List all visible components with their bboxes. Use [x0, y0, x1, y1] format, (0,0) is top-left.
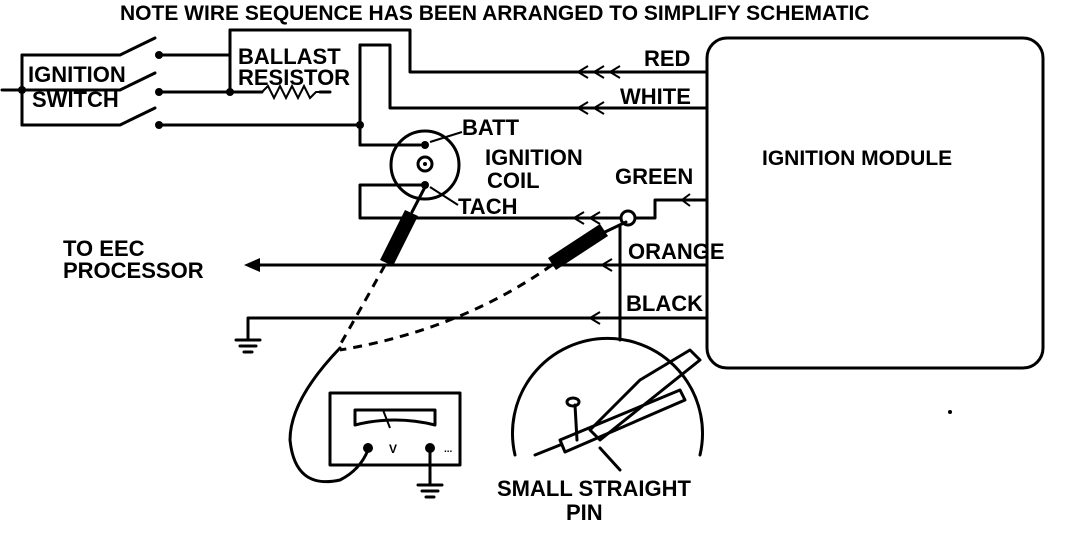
meter-symbol: V — [389, 442, 397, 456]
orange-wire-label: ORANGE — [628, 239, 725, 264]
ground-symbol-left — [234, 338, 262, 354]
ballast-resistor-label-1: BALLAST — [238, 44, 341, 69]
eec-label-2: PROCESSOR — [63, 258, 204, 283]
white-arrows — [576, 101, 605, 115]
ballast-resistor — [226, 28, 332, 101]
green-wire — [358, 183, 624, 220]
pin-label-2: PIN — [566, 500, 603, 525]
red-arrows — [576, 65, 621, 79]
black-wire-label: BLACK — [626, 291, 703, 316]
tach-label: TACH — [458, 194, 517, 219]
white-wire — [358, 43, 709, 110]
ignition-coil-label-1: IGNITION — [485, 145, 583, 170]
ignition-switch-label-2: SWITCH — [32, 87, 119, 112]
dashed-lead-left — [338, 264, 387, 346]
white-wire-label: WHITE — [620, 84, 691, 109]
ground-symbol-meter — [416, 483, 444, 499]
probe-clip-right — [548, 220, 628, 270]
eec-label-1: TO EEC — [63, 236, 145, 261]
ballast-resistor-label-2: RESISTOR — [238, 65, 350, 90]
ignition-module-label: IGNITION MODULE — [762, 147, 952, 170]
red-wire-label: RED — [644, 46, 690, 71]
meter-lead — [288, 346, 370, 484]
pin-detail — [511, 336, 704, 472]
green-wire-label: GREEN — [615, 164, 693, 189]
voltmeter: ... — [328, 391, 462, 467]
black-wire — [246, 316, 709, 342]
ignition-coil-label-2: COIL — [487, 168, 540, 193]
ignition-switch-label-1: IGNITION — [28, 62, 126, 87]
batt-label: BATT — [462, 115, 520, 140]
header-note: NOTE WIRE SEQUENCE HAS BEEN ARRANGED TO … — [120, 2, 869, 25]
ignition-coil — [389, 129, 463, 206]
pin-label-1: SMALL STRAIGHT — [497, 476, 691, 501]
probe-clip-left — [380, 185, 427, 266]
dashed-lead-right — [339, 263, 553, 352]
red-wire — [228, 28, 709, 74]
svg-text:...: ... — [444, 444, 453, 455]
ignition-module-box — [705, 36, 1045, 370]
